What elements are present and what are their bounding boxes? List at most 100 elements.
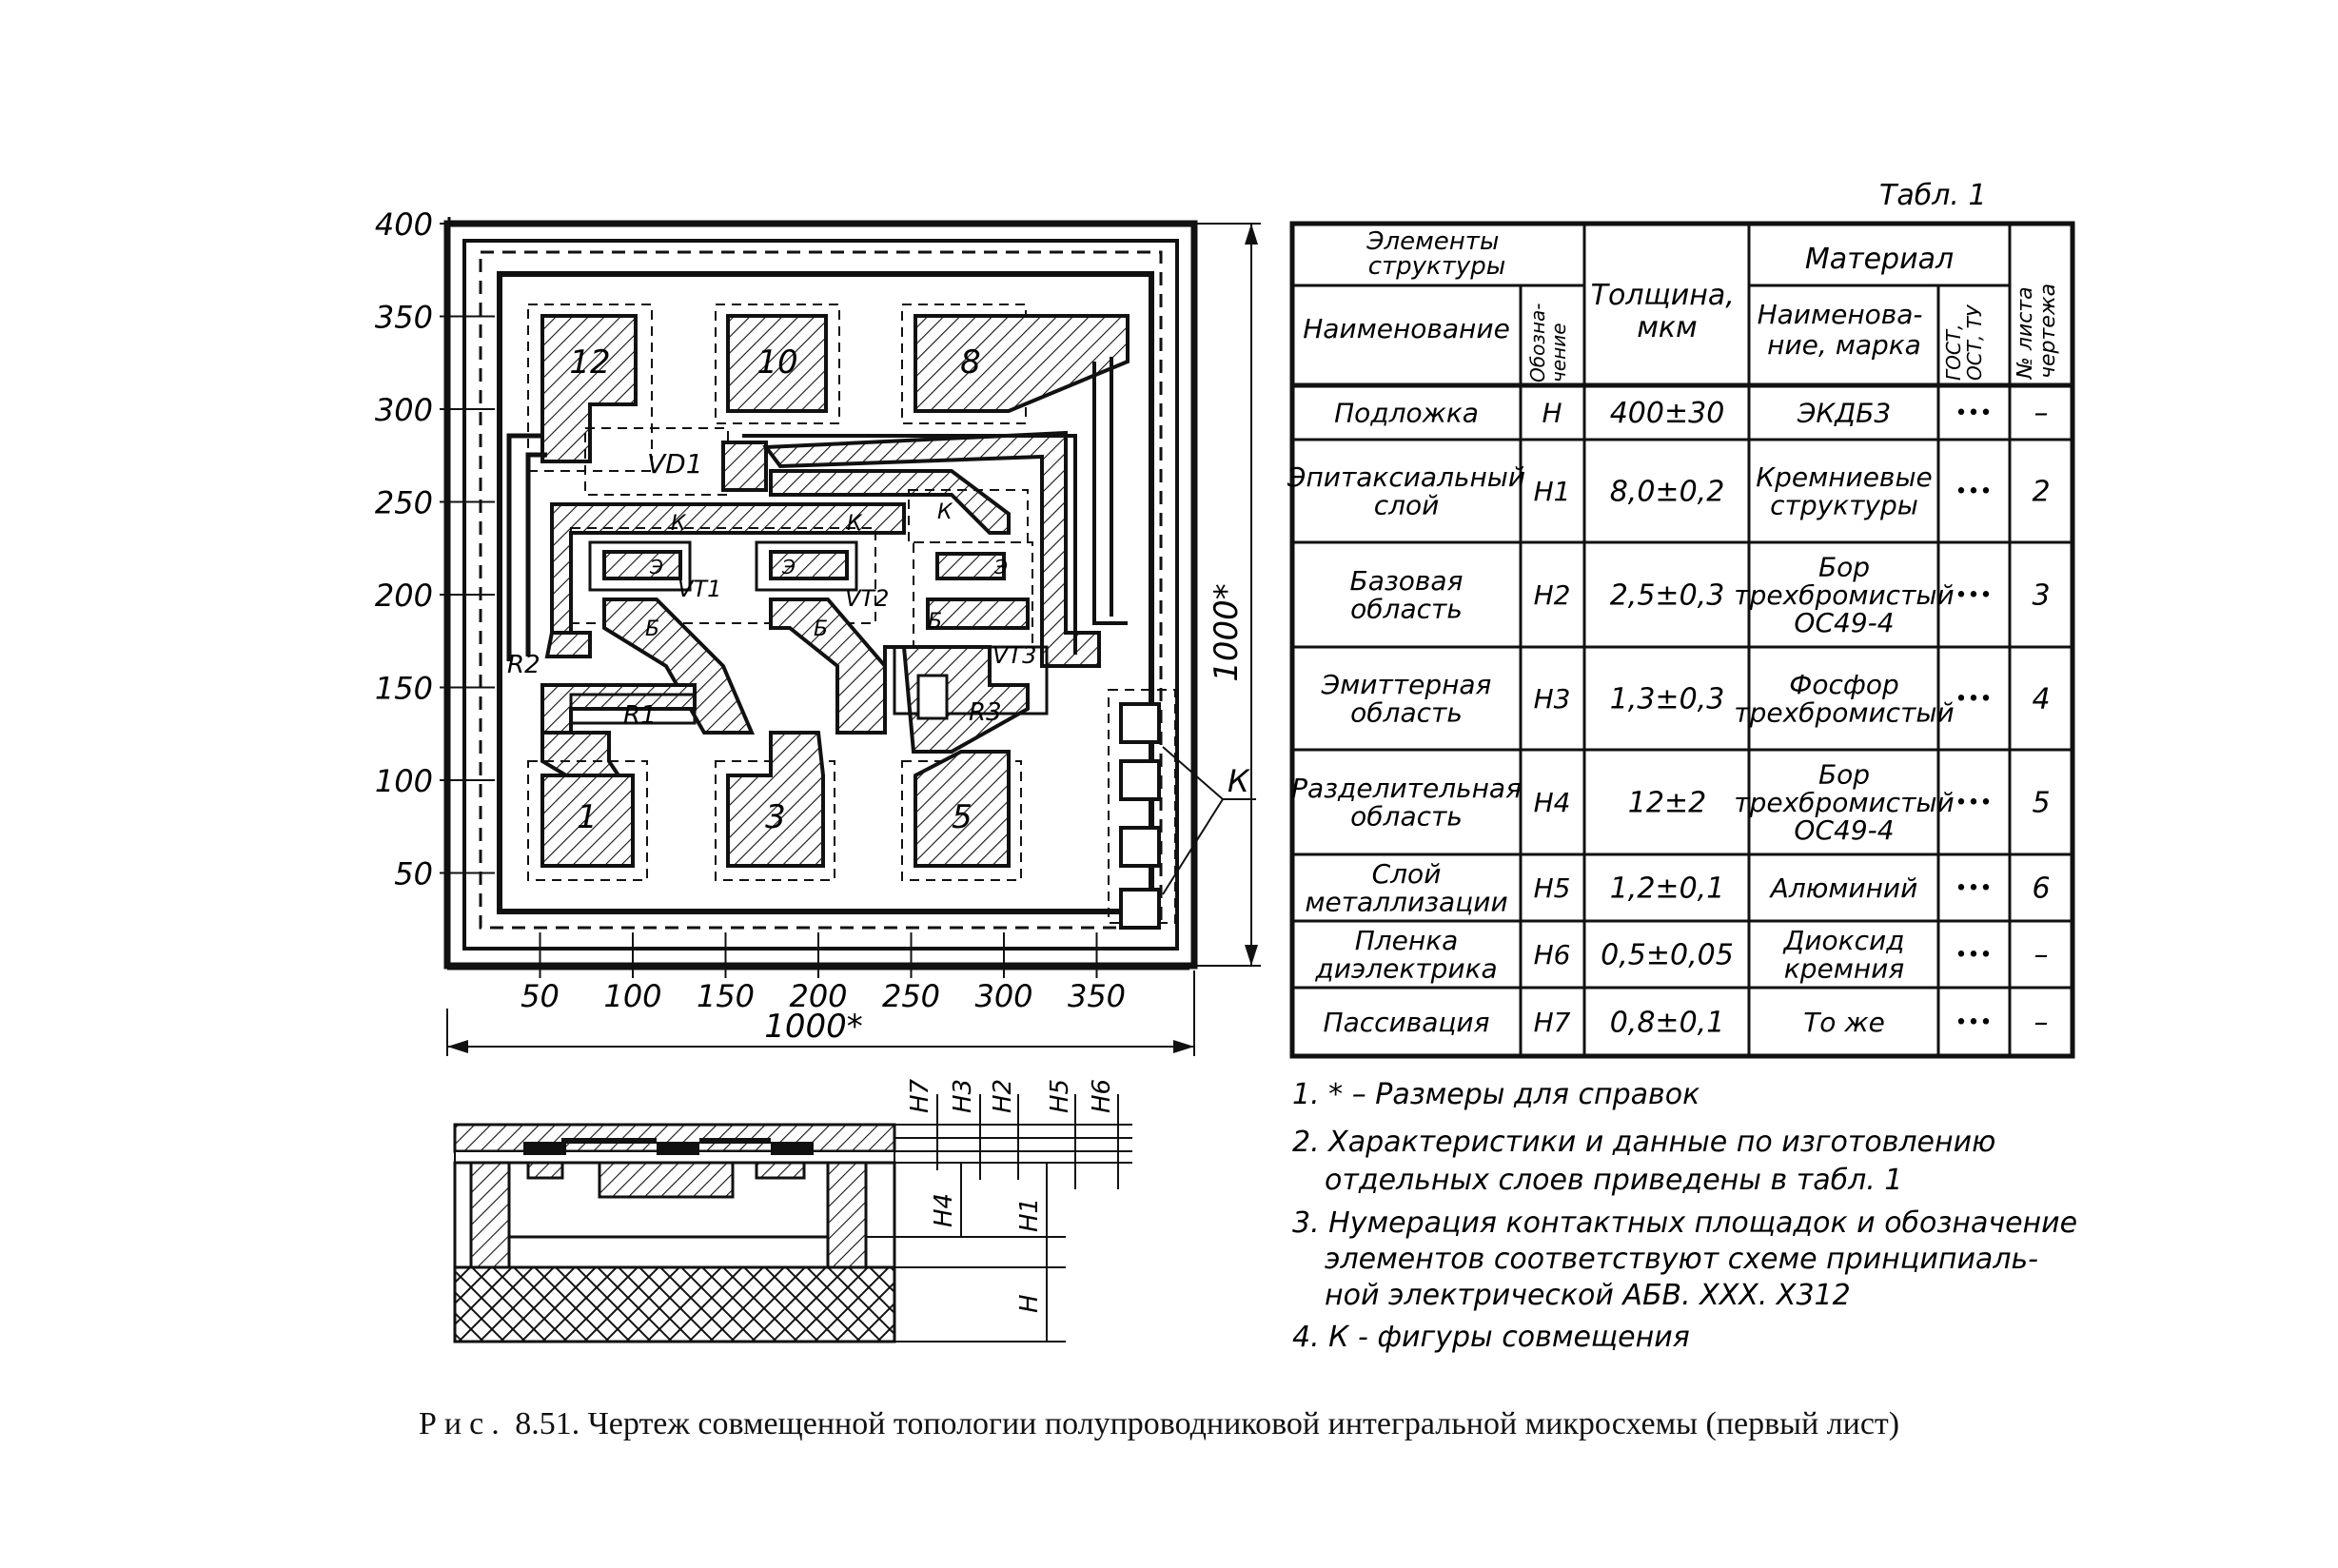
table-cell-thick: 0,8±0,1	[1610, 1007, 1725, 1040]
header-material: Материал	[1805, 243, 1954, 276]
table-cell-line: Кремниевые	[1756, 461, 1933, 493]
notes-list: 1. * – Размеры для справок 2. Характерис…	[1292, 1078, 2077, 1354]
figure-caption-prefix: Рис.	[419, 1406, 507, 1441]
header-material-name-line2: ние, марка	[1767, 329, 1921, 361]
header-sheet: № листа чертежа	[2014, 280, 2060, 380]
header-designation-line1: Обозна-	[1526, 304, 1549, 383]
table-cell-line: металлизации	[1305, 887, 1507, 918]
figure-caption: Рис. 8.51. Чертеж совмещенной топологии …	[419, 1406, 2055, 1442]
header-material-name: Наименова- ние, марка	[1758, 299, 1932, 361]
table-cell-line: 0,5±0,05	[1601, 939, 1734, 972]
k-leader-1	[1162, 746, 1224, 800]
section-label-h: H	[1015, 1294, 1044, 1313]
table-cell-des: H1	[1534, 476, 1571, 507]
layer-table: Табл. 1 Элементы структуры Наименование …	[1287, 179, 2075, 1059]
pad-number: 12	[569, 343, 610, 382]
x-tick-label: 100	[603, 978, 661, 1014]
metal-contact-2	[657, 1142, 699, 1155]
table-cell-line: 4	[2032, 683, 2050, 716]
table-cell-line: ОС49-4	[1794, 814, 1894, 846]
table-cell-line: Эпитаксиальный	[1287, 461, 1525, 493]
r2-contact	[544, 631, 592, 658]
table-cell-gost: •••	[1955, 877, 1993, 901]
note-2: 2. Характеристики и данные по изготовлен…	[1292, 1126, 1995, 1159]
table-cell-line: Бор	[1818, 758, 1870, 790]
base-region	[598, 1161, 735, 1199]
dim-x-arrow-right	[1173, 1040, 1194, 1053]
pad-5-window	[901, 760, 1022, 881]
table-cell-sheet: 2	[2032, 476, 2050, 509]
table-cell-thick: 1,2±0,1	[1610, 872, 1725, 906]
table-cell-line: область	[1350, 594, 1463, 625]
table-cell-gost: •••	[1955, 1011, 1993, 1035]
alignment-mark-1	[1119, 702, 1161, 744]
table-cell-line: H3	[1534, 683, 1571, 715]
y-tick-label: 50	[394, 856, 433, 892]
cross-section-drawing: H7 H3 H2 H5 H6 H4 H1 H	[453, 1078, 1132, 1343]
dim-x-label: 1000*	[764, 1008, 863, 1046]
pad-5	[914, 750, 1011, 868]
table-cell-line: –	[2034, 939, 2049, 972]
header-sheet-line1: № листа	[2014, 286, 2037, 380]
table-cell-line: Разделительная	[1291, 773, 1522, 804]
table-cell-line: Диоксид	[1781, 925, 1904, 956]
note-1: 1. * – Размеры для справок	[1292, 1078, 1699, 1111]
note-3-cont2: ной электрической АБВ. XXX. Х312	[1325, 1279, 1851, 1312]
vd1-contact	[721, 441, 768, 492]
table-cell-mat: То же	[1803, 1007, 1885, 1038]
pad-3	[726, 731, 825, 868]
table-cell-line: 1,2±0,1	[1610, 872, 1725, 906]
table-cell-gost: •••	[1955, 944, 1993, 968]
table-cell-line: H7	[1534, 1007, 1571, 1038]
table-cell-line: H5	[1534, 872, 1571, 904]
vt1-collector-label: К	[671, 512, 687, 536]
vt3-label: VT3	[992, 642, 1036, 669]
table-cell-line: область	[1350, 801, 1463, 833]
table-cell-line: •••	[1955, 792, 1993, 815]
x-tick-marks	[539, 932, 1098, 978]
table-cell-line: H2	[1534, 579, 1571, 611]
vt2-collector-label: К	[847, 512, 863, 536]
table-cell-line: 8,0±0,2	[1610, 476, 1725, 509]
table-cell-line: •••	[1955, 944, 1993, 968]
table-cell-line: кремния	[1784, 953, 1904, 985]
y-tick-label: 150	[375, 671, 433, 707]
table-cell-sheet: –	[2034, 397, 2049, 430]
header-elements: Элементы структуры	[1365, 227, 1506, 281]
table-cell-line: –	[2034, 1007, 2049, 1040]
table-cell-sheet: 3	[2032, 579, 2050, 613]
table-cell-thick: 2,5±0,3	[1610, 579, 1725, 613]
figure-caption-text: 8.51. Чертеж совмещенной топологии полуп…	[515, 1406, 1900, 1441]
metal-bus-outline	[742, 434, 1077, 655]
isolation-right	[826, 1161, 868, 1269]
table-cell-line: •••	[1955, 877, 1993, 901]
vt1-label: VT1	[678, 576, 721, 602]
note-3-cont: элементов соответствуют схеме принципиал…	[1325, 1243, 2038, 1276]
table-cell-line: Пленка	[1355, 925, 1459, 956]
vt1-emitter-outline	[588, 540, 692, 592]
note-2-cont: отдельных слоев приведены в табл. 1	[1325, 1164, 1902, 1197]
table-cell-gost: •••	[1955, 402, 1993, 425]
table-cell-line: •••	[1955, 402, 1993, 425]
vd1-label: VD1	[647, 448, 703, 480]
pad-12	[540, 314, 638, 463]
pad-number: 5	[952, 798, 973, 836]
table-cell-line: Бор	[1818, 551, 1870, 582]
table-cell-line: То же	[1803, 1007, 1885, 1038]
pad8-lead	[1092, 362, 1128, 625]
note-4: 4. К - фигуры совмещения	[1292, 1321, 1690, 1354]
table-cell-name: Подложка	[1334, 397, 1479, 428]
metal-contact-3	[771, 1142, 814, 1155]
section-label-h4: H4	[930, 1193, 958, 1227]
header-designation-line2: чение	[1547, 323, 1570, 383]
row-rules	[1292, 438, 2073, 990]
table-cell-line: 400±30	[1610, 397, 1725, 430]
table-cell-line: структуры	[1770, 490, 1918, 521]
table-cell-des: H4	[1534, 787, 1571, 818]
